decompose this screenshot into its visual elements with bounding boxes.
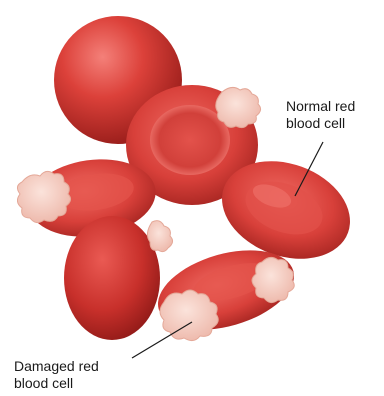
damaged-tissue bbox=[252, 257, 294, 302]
label-normal-line1: Normal red bbox=[286, 98, 355, 115]
label-normal-line2: blood cell bbox=[286, 115, 355, 132]
label-damaged-line2: blood cell bbox=[14, 375, 99, 392]
damaged-tissue bbox=[147, 221, 172, 252]
damaged-tissue bbox=[17, 171, 70, 222]
label-damaged-line1: Damaged red bbox=[14, 358, 99, 375]
label-normal-cell: Normal red blood cell bbox=[286, 98, 355, 132]
label-damaged-cell: Damaged red blood cell bbox=[14, 358, 99, 392]
damaged-tissue bbox=[216, 87, 261, 127]
cell-bottom-left bbox=[64, 216, 173, 340]
